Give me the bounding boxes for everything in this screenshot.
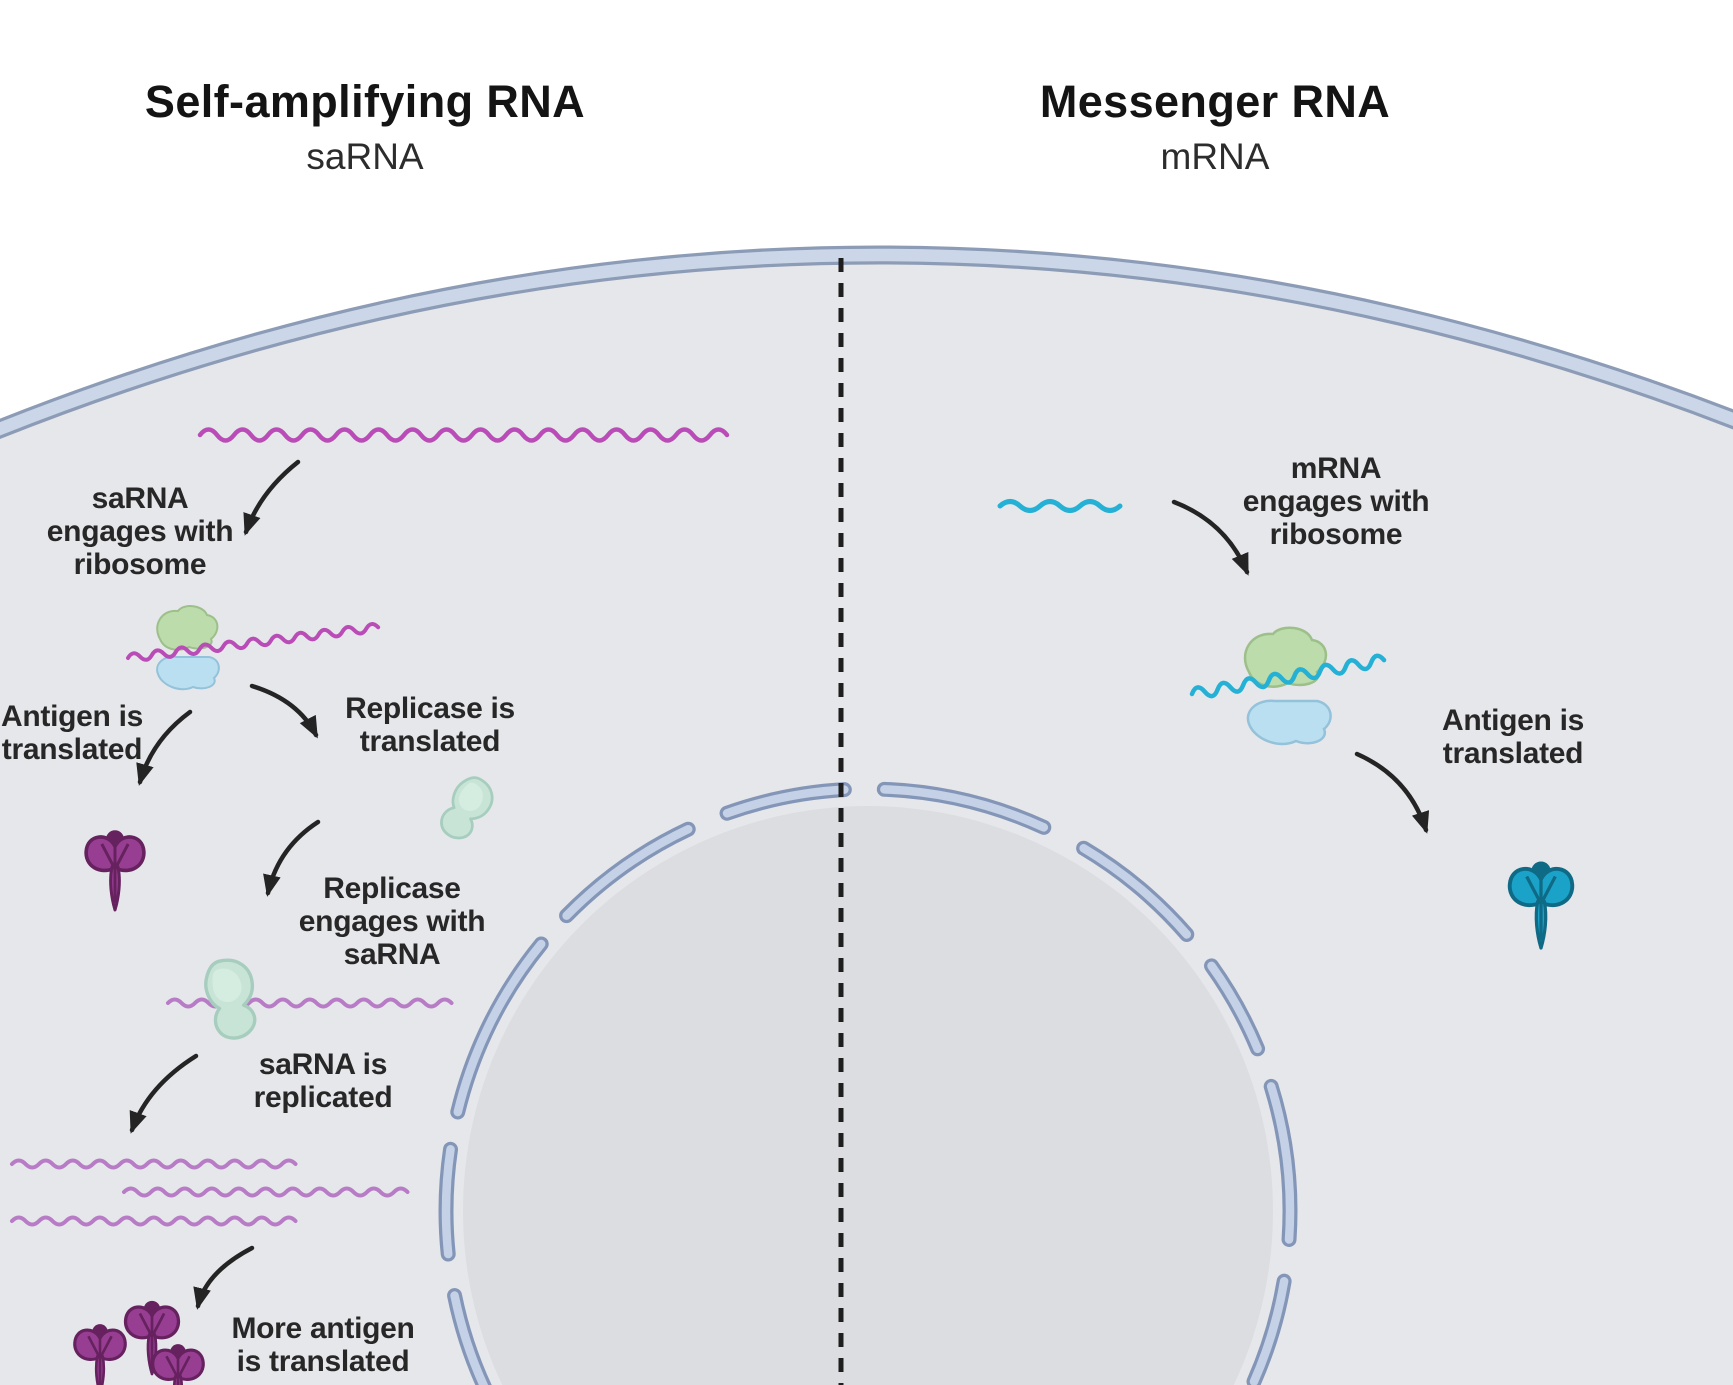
arrow-to-replicated-sarna bbox=[129, 1053, 199, 1134]
replicase-on-sarna-icon bbox=[166, 954, 454, 1043]
right-column-title: Messenger RNA mRNA bbox=[1040, 76, 1390, 178]
label-antigen-translated-left: Antigen is translated bbox=[0, 700, 144, 766]
subtitle-sarna: saRNA bbox=[306, 136, 424, 177]
arrow-replicase-to-sarna bbox=[263, 819, 321, 897]
replicated-sarna-strands-icon bbox=[10, 1158, 410, 1227]
arrow-sarna-to-ribosome bbox=[243, 459, 301, 536]
arrow-to-replicase bbox=[249, 683, 319, 739]
arrow-to-antigen-left bbox=[136, 709, 193, 786]
label-replicase-engages: Replicase engages with saRNA bbox=[298, 872, 486, 971]
label-sarna-engages: saRNA engages with ribosome bbox=[46, 482, 234, 581]
mrna-strand-icon bbox=[997, 499, 1123, 513]
nucleus bbox=[463, 806, 1273, 1385]
ribosome-mrna-icon bbox=[1189, 626, 1387, 746]
left-column-title: Self-amplifying RNA saRNA bbox=[145, 76, 585, 178]
title-messenger-rna: Messenger RNA bbox=[1039, 76, 1391, 127]
label-antigen-translated-right: Antigen is translated bbox=[1441, 704, 1585, 770]
label-mrna-engages: mRNA engages with ribosome bbox=[1242, 452, 1430, 551]
title-self-amplifying-rna: Self-amplifying RNA bbox=[144, 76, 586, 127]
cell-membrane bbox=[0, 245, 1733, 440]
arrow-mrna-to-ribosome bbox=[1171, 499, 1250, 576]
label-sarna-replicated: saRNA is replicated bbox=[253, 1048, 393, 1114]
subtitle-mrna: mRNA bbox=[1160, 136, 1270, 177]
sarna-strand-icon bbox=[197, 427, 730, 443]
label-more-antigen: More antigen is translated bbox=[231, 1312, 415, 1378]
label-replicase-translated: Replicase is translated bbox=[345, 692, 515, 758]
nuclear-envelope bbox=[438, 781, 1298, 1385]
arrow-to-antigen-right bbox=[1354, 751, 1430, 834]
arrow-to-more-antigen bbox=[193, 1245, 255, 1310]
ribosome-sarna-icon bbox=[126, 605, 381, 691]
